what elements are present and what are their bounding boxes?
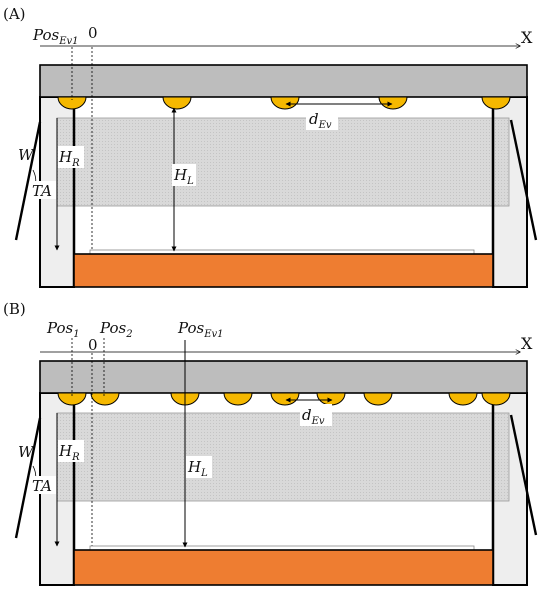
pos-2-label: Pos2 xyxy=(99,319,133,340)
sensor xyxy=(162,96,192,110)
x-axis-label: X xyxy=(521,334,533,353)
hr-label: HR xyxy=(58,442,80,463)
hr-label: HR xyxy=(58,148,80,169)
detection-band xyxy=(56,412,510,502)
sensor xyxy=(363,392,393,406)
left-tilt-line xyxy=(14,417,42,539)
ta-label: TA xyxy=(32,182,52,200)
panel-a: (A) X 0 PosEv1 HL xyxy=(3,5,538,288)
w-label: W xyxy=(18,443,35,461)
w-label: W xyxy=(18,146,35,164)
pos-ev1-label: PosEv1 xyxy=(32,26,79,47)
panel-a-label: (A) xyxy=(3,5,26,23)
sensor xyxy=(270,96,300,110)
sensor xyxy=(223,392,253,406)
zero-label: 0 xyxy=(88,336,98,354)
sensor xyxy=(378,96,408,110)
d-ev-label: dEv xyxy=(302,406,325,427)
detection-band xyxy=(56,117,510,207)
panel-b: (B) X 0 Pos1 Pos2 PosEv1 xyxy=(3,300,538,586)
floor xyxy=(73,549,494,586)
sensor xyxy=(481,96,511,110)
ceiling xyxy=(39,360,528,394)
sensor xyxy=(270,392,300,406)
sensor xyxy=(57,392,87,406)
sensor xyxy=(448,392,478,406)
floor xyxy=(73,253,494,288)
hl-label: HL xyxy=(187,458,208,479)
pos-1-label: Pos1 xyxy=(46,319,80,340)
right-tilt-line xyxy=(509,414,538,536)
zero-label: 0 xyxy=(88,24,98,42)
d-ev-label: dEv xyxy=(309,110,332,131)
pos-ev1-label: PosEv1 xyxy=(177,319,224,340)
x-axis-label: X xyxy=(521,28,533,47)
sensor xyxy=(57,96,87,110)
right-tilt-line xyxy=(509,119,538,241)
hl-label: HL xyxy=(173,166,194,187)
left-tilt-line xyxy=(14,121,42,241)
ta-label: TA xyxy=(32,477,52,495)
panel-b-label: (B) xyxy=(3,300,26,318)
sensor xyxy=(316,392,346,406)
sensor xyxy=(90,392,120,406)
ceiling xyxy=(39,64,528,98)
sensor xyxy=(481,392,511,406)
